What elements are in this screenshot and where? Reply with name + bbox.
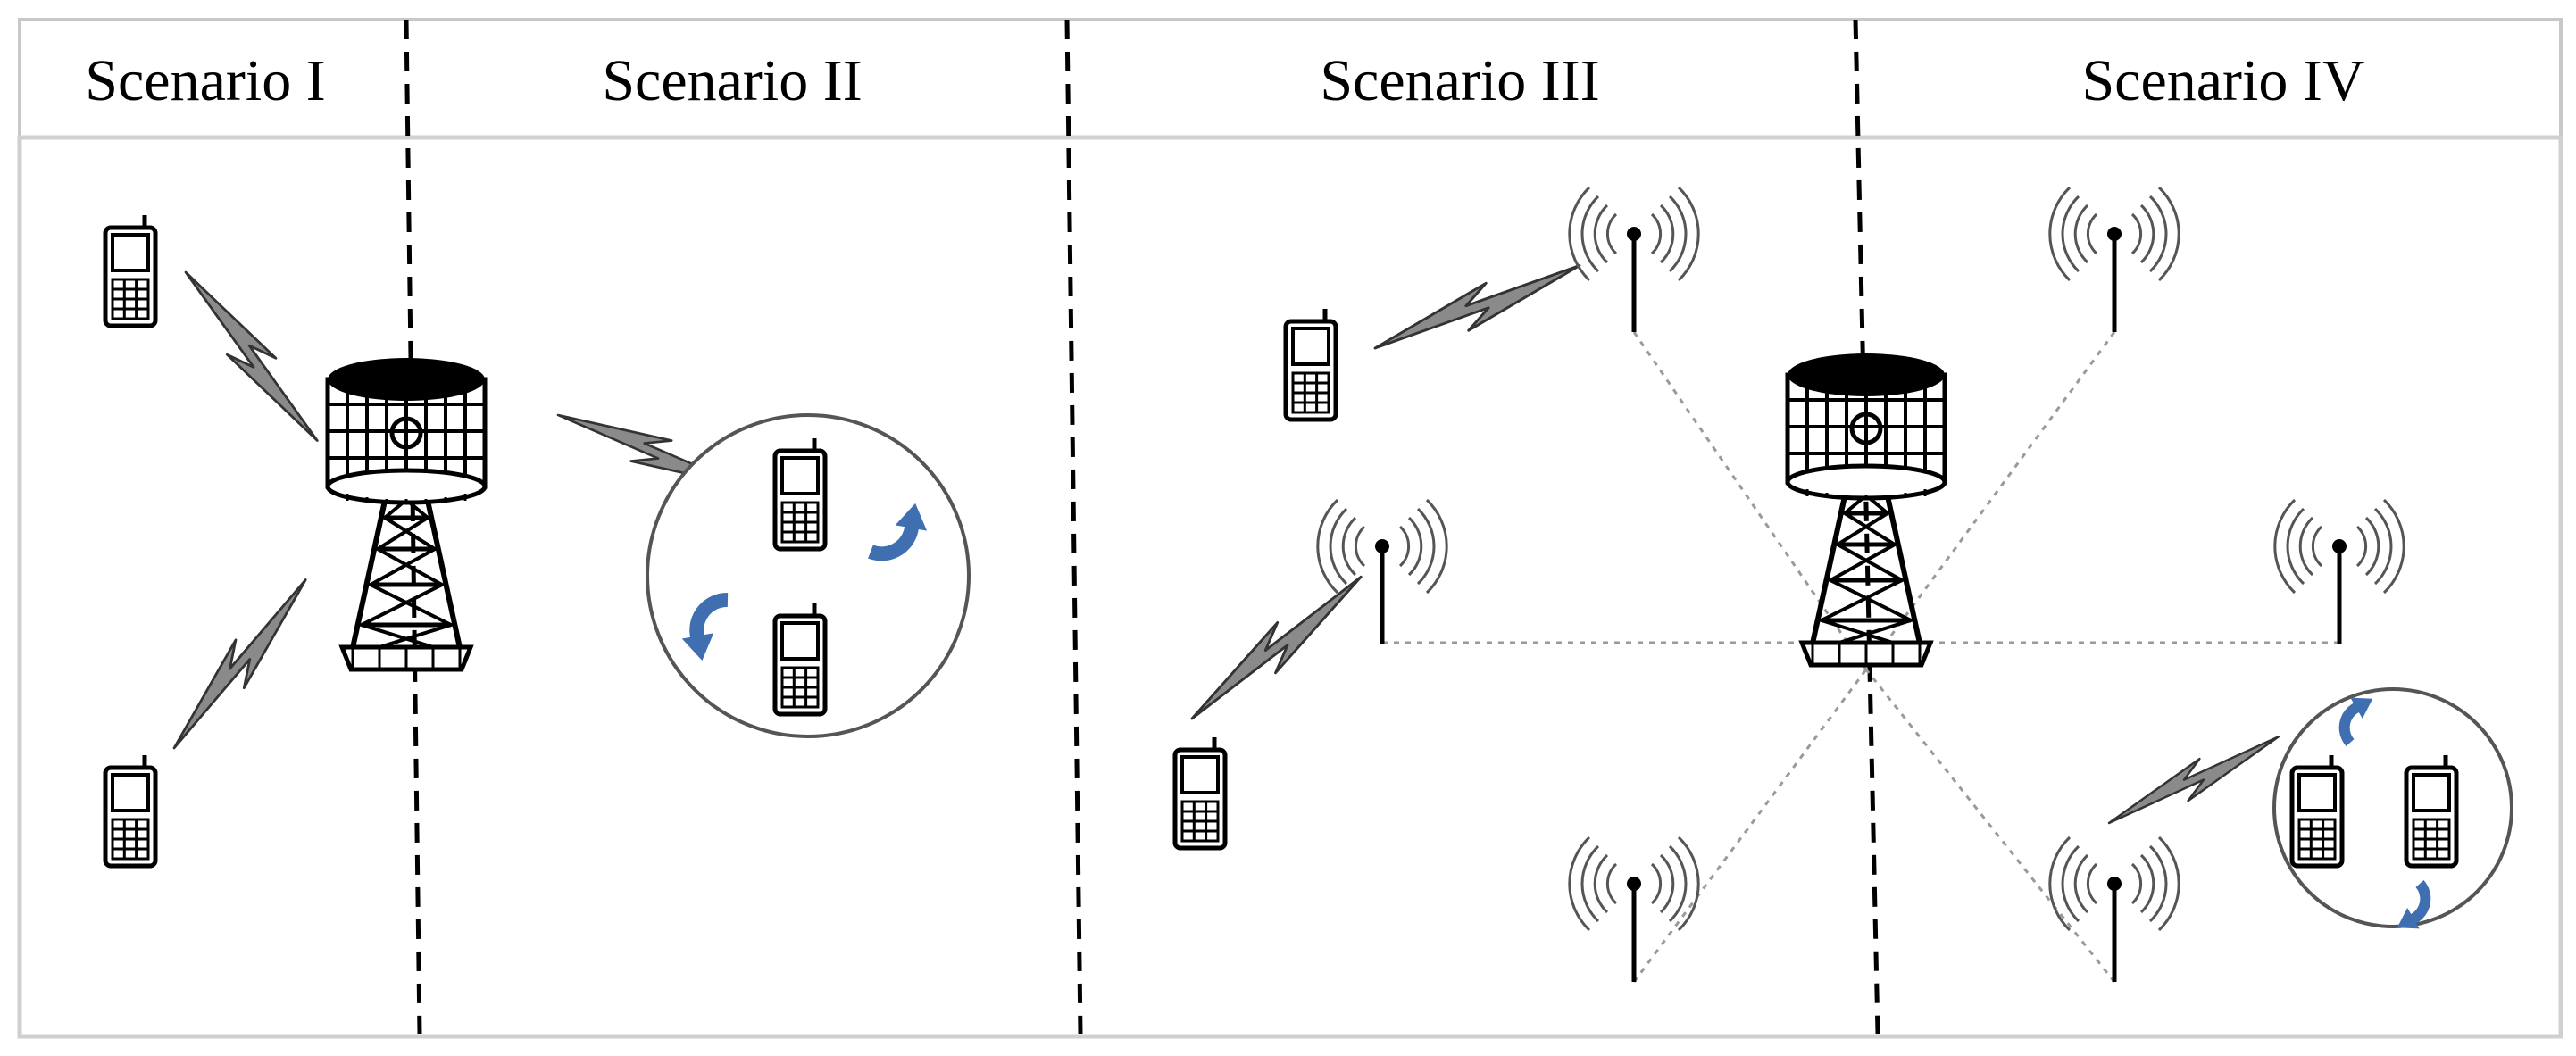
mobile-phone-icon xyxy=(2406,755,2456,866)
scenario-4-title: Scenario IV xyxy=(2081,48,2364,113)
separator-3 xyxy=(1853,19,1880,1035)
scenario-3-title: Scenario III xyxy=(1320,48,1599,113)
content-panel xyxy=(17,135,2563,1039)
scenario-separators xyxy=(404,19,1880,1035)
mobile-phone-icon xyxy=(775,438,825,549)
mobile-phone-icon xyxy=(105,215,155,326)
mobile-phone-icon xyxy=(1286,309,1336,420)
scenario-1-title: Scenario I xyxy=(85,48,325,113)
scenario-2-group xyxy=(550,398,971,738)
mobile-phone-icon xyxy=(105,755,155,866)
scenario-2-title: Scenario II xyxy=(602,48,862,113)
d2d-cluster-circle xyxy=(646,413,971,738)
separator-1 xyxy=(404,19,422,1035)
mobile-phone-icon xyxy=(1175,737,1225,848)
header-bar: Scenario I Scenario II Scenario III Scen… xyxy=(18,18,2563,139)
separator-2 xyxy=(1064,19,1083,1035)
mobile-phone-icon xyxy=(2292,755,2342,866)
mobile-phone-icon xyxy=(775,603,825,714)
scenario-4-group xyxy=(2050,187,2513,982)
